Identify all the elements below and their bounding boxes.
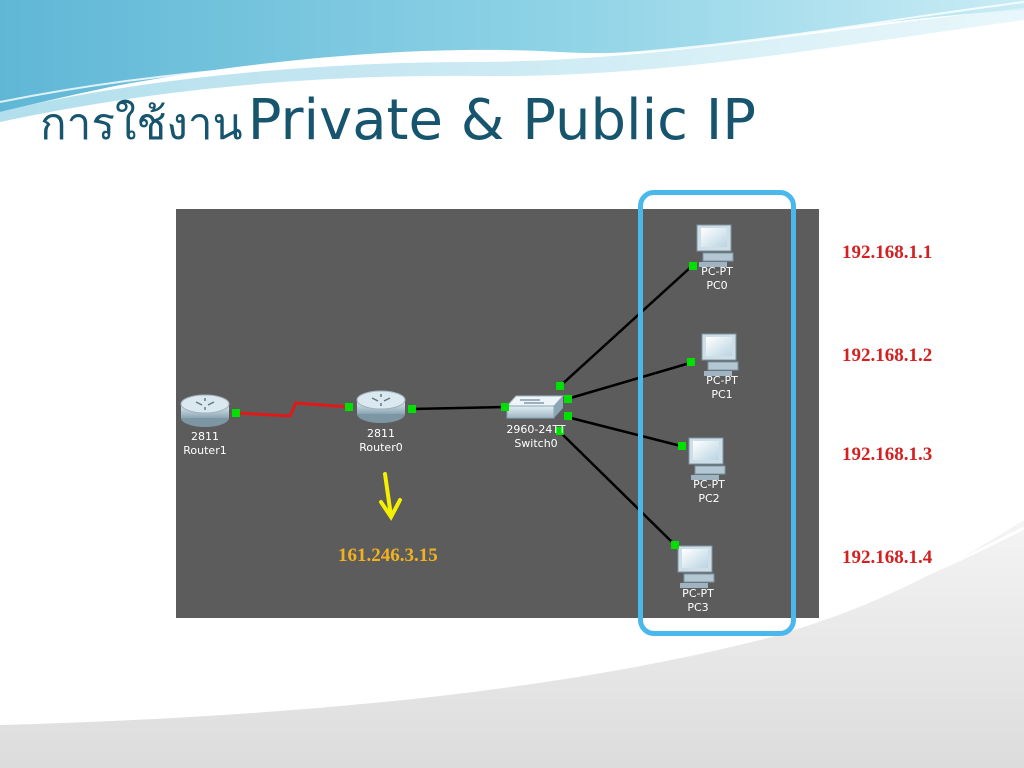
router-icon[interactable]: [180, 394, 230, 427]
switch0-model: 2960-24TT: [506, 423, 566, 436]
pc-icon[interactable]: [677, 545, 715, 588]
pc3-label: PC-PT PC3: [682, 587, 714, 615]
pc2-ip-label: 192.168.1.3: [842, 444, 933, 465]
router1-model: 2811: [190, 430, 219, 443]
public-ip-label: 161.246.3.15: [338, 545, 438, 566]
router0-model: 2811: [366, 427, 395, 440]
router0-label: 2811 Router0: [359, 427, 402, 455]
pc0-name: PC0: [706, 279, 728, 292]
router0-name: Router0: [359, 441, 403, 454]
pc0-model: PC-PT: [701, 265, 733, 278]
pc3-name: PC3: [687, 601, 709, 614]
router-icon[interactable]: [356, 390, 406, 423]
pc0-label: PC-PT PC0: [701, 265, 733, 293]
pc2-name: PC2: [698, 492, 720, 505]
arrow-down-icon: [379, 472, 402, 521]
serial-link-router1-router0: [235, 401, 349, 418]
bottom-wave-line: [0, 526, 1024, 714]
pc3-model: PC-PT: [682, 587, 714, 600]
router1-label: 2811 Router1: [183, 430, 226, 458]
pc2-model: PC-PT: [693, 478, 725, 491]
link-status-lights: [232, 262, 697, 549]
switch0-label: 2960-24TT Switch0: [506, 423, 565, 451]
router1-name: Router1: [183, 444, 227, 457]
bottom-wave: [0, 520, 1024, 768]
title-english: Private & Public IP: [247, 88, 757, 153]
top-wave: [0, 0, 1024, 112]
pc1-ip-label: 192.168.1.2: [842, 345, 933, 366]
link-switch0-pc1: [566, 361, 691, 401]
lan-group-highlight: [638, 190, 796, 636]
pc2-label: PC-PT PC2: [693, 478, 725, 506]
top-wave-light: [0, 8, 1024, 122]
switch0-name: Switch0: [514, 437, 558, 450]
pc0-ip-label: 192.168.1.1: [842, 242, 933, 263]
pc-icon[interactable]: [696, 224, 734, 267]
link-switch0-pc2: [566, 415, 682, 448]
link-switch0-pc3: [558, 430, 676, 546]
switch-icon[interactable]: [505, 395, 565, 419]
pc-icon[interactable]: [701, 333, 739, 376]
wave-line: [0, 1, 1024, 103]
title-thai: การใช้งาน: [40, 99, 243, 150]
link-switch0-pc0: [558, 265, 693, 388]
pc1-model: PC-PT: [706, 374, 738, 387]
slide-title: การใช้งาน Private & Public IP: [40, 88, 756, 159]
pc3-ip-label: 192.168.1.4: [842, 547, 933, 568]
link-router0-switch0: [411, 405, 506, 411]
pc-icon[interactable]: [688, 437, 726, 480]
pc1-name: PC1: [711, 388, 733, 401]
pc1-label: PC-PT PC1: [706, 374, 738, 402]
